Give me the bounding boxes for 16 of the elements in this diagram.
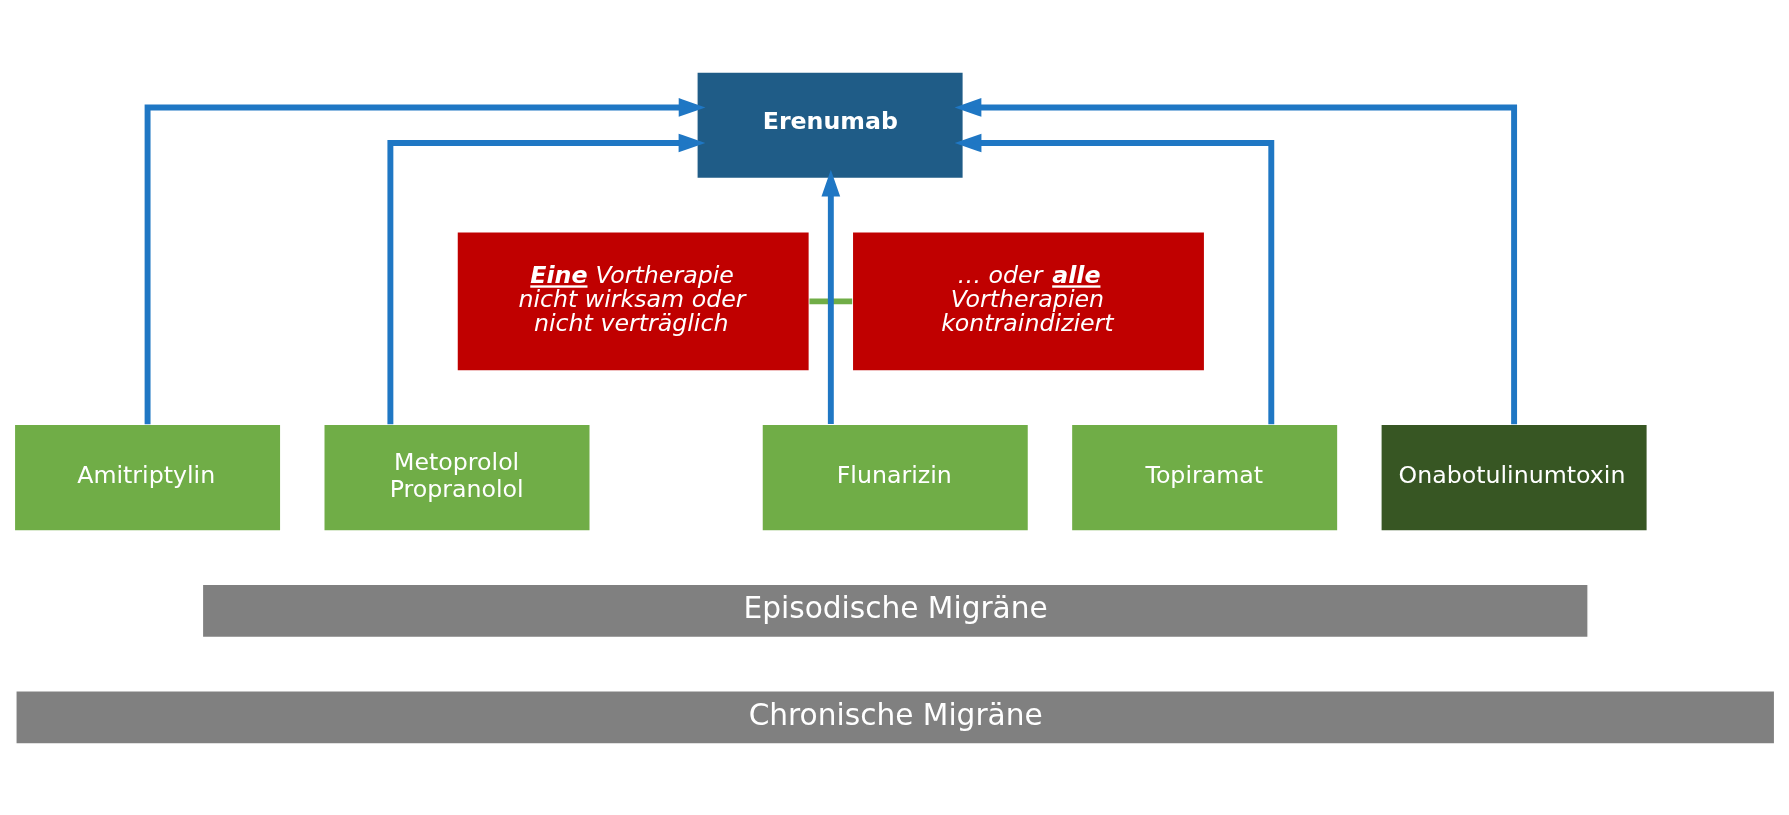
node-box: Erenumab <box>696 70 965 179</box>
node-box: Flunarizin <box>761 423 1030 532</box>
arrow <box>821 169 841 424</box>
arrow <box>144 97 706 424</box>
node-box: Metoprolol Propranolol <box>323 423 591 532</box>
node-box: Topiramat <box>1070 423 1339 532</box>
arrow <box>954 97 1518 424</box>
node-box: Onabotulinumtoxin <box>1380 423 1649 532</box>
node-box: Eine Vortherapie nicht wirksam oder nicht verträglich <box>456 230 811 372</box>
node-box: Chronische Migräne <box>15 689 1776 745</box>
node-box: … oder alle Vortherapien kontraindiziert <box>851 230 1206 372</box>
connector <box>809 297 853 304</box>
node-box: Amitriptylin <box>13 423 282 532</box>
node-box: Episodische Migräne <box>201 582 1589 638</box>
arrow <box>387 133 706 424</box>
arrow <box>954 133 1275 424</box>
